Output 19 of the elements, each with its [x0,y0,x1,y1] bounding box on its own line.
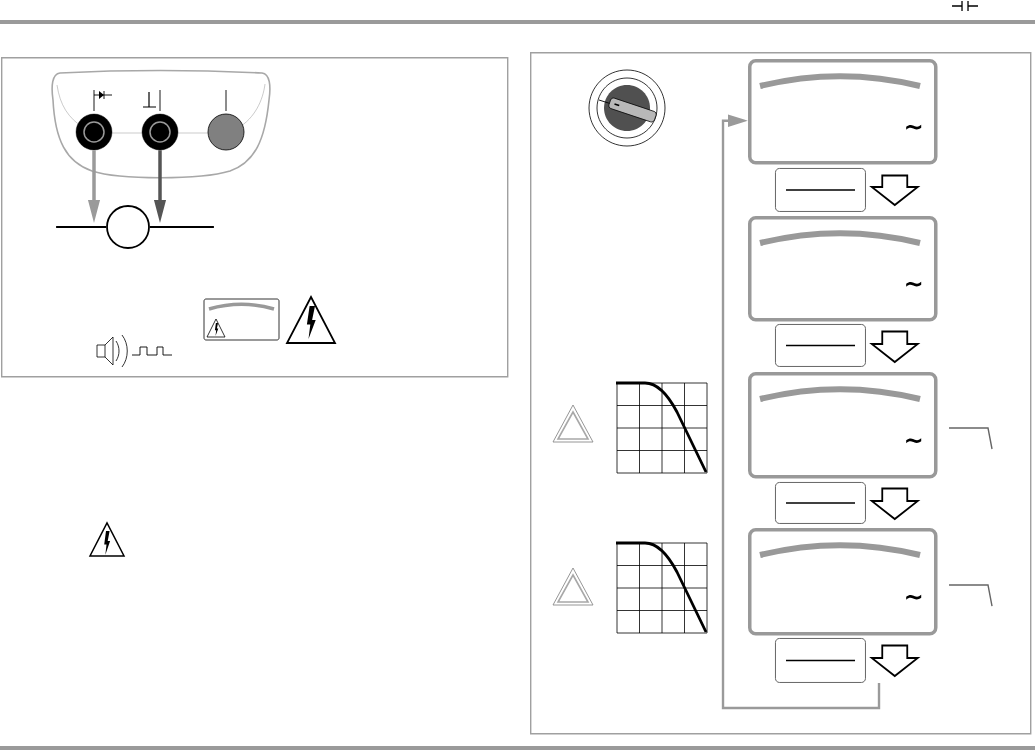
arrow [721,114,881,710]
jack-socket [75,113,113,151]
lcd-display: ~ [748,59,938,165]
jack-socket [141,113,179,151]
key-button [775,168,866,212]
block-arrow [869,644,921,678]
lcd-display: ~ [748,372,938,479]
jack-socket [207,113,245,151]
block-arrow [869,487,921,521]
component-circle [106,205,150,249]
lcd-display: ~ [748,528,938,636]
panel-frame [530,52,1032,735]
panel-frame [1,57,509,378]
block-arrow [869,174,921,207]
key-button [775,482,866,524]
key-button [775,638,866,683]
block-arrow [869,330,921,364]
key-button [775,324,866,367]
lcd-display: ~ [748,216,938,322]
